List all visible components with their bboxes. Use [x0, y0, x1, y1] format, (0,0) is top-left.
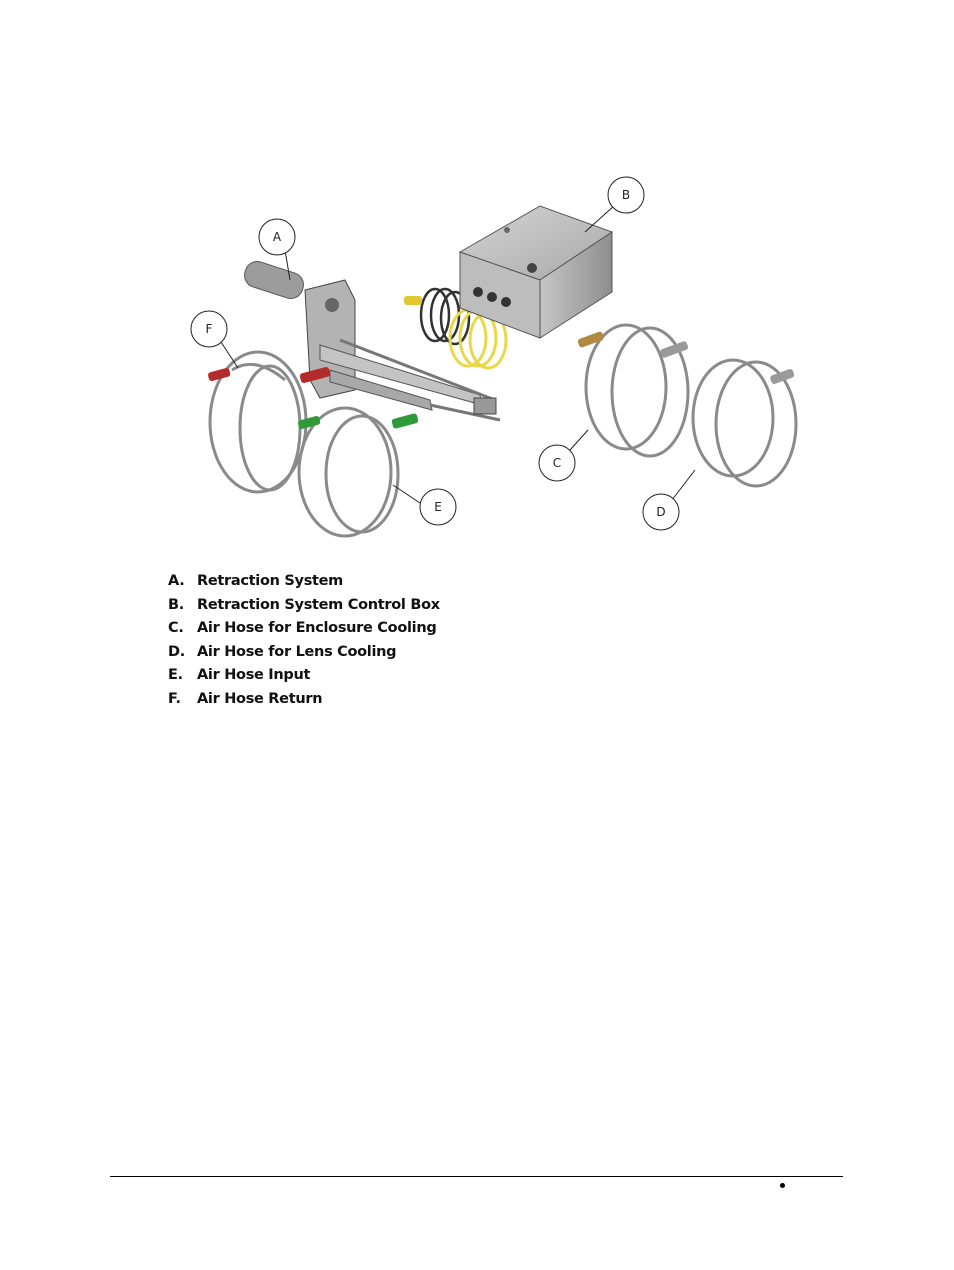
callout-e: E	[392, 484, 457, 526]
legend-letter: E.	[168, 667, 183, 683]
control-box	[458, 205, 614, 339]
legend-item: E. Air Hose Input	[168, 664, 440, 688]
brass-fitting	[577, 331, 604, 348]
legend-item: C. Air Hose for Enclosure Cooling	[168, 617, 440, 641]
callout-a: A	[258, 218, 296, 281]
footer-divider	[110, 1176, 843, 1177]
legend-letter: F.	[168, 690, 181, 707]
parts-legend: A. Retraction System B. Retraction System …	[168, 570, 440, 711]
green-fitting-left	[298, 415, 321, 430]
green-fitting-right	[391, 413, 419, 429]
svg-text:A: A	[273, 230, 282, 244]
legend-item: A. Retraction System	[168, 570, 440, 594]
air-hose-enclosure-cooling	[584, 323, 690, 458]
red-fitting-left	[208, 367, 231, 382]
legend-item: F. Air Hose Return	[168, 688, 440, 712]
svg-text:C: C	[553, 456, 561, 470]
legend-text: Retraction System	[197, 573, 343, 589]
exploded-parts-illustration: A B C D E F	[190, 176, 798, 538]
legend-letter: D.	[168, 643, 185, 660]
callout-f: F	[190, 310, 239, 369]
svg-text:B: B	[622, 188, 630, 202]
legend-letter: B.	[168, 596, 184, 613]
legend-text: Air Hose Input	[197, 667, 311, 683]
svg-text:F: F	[206, 322, 213, 336]
legend-letter: A.	[168, 573, 185, 589]
silver-fitting	[660, 341, 689, 358]
legend-item: D. Air Hose for Lens Cooling	[168, 641, 440, 665]
silver-fitting-d	[770, 368, 795, 384]
air-hose-lens-cooling	[691, 358, 798, 488]
red-fitting-right	[299, 366, 331, 384]
legend-text: Air Hose for Lens Cooling	[197, 643, 397, 660]
footer-bullet	[780, 1183, 785, 1188]
legend-text: Air Hose for Enclosure Cooling	[197, 620, 437, 636]
callout-d: D	[642, 469, 696, 531]
callout-c: C	[538, 429, 589, 482]
callout-b: B	[584, 176, 645, 233]
svg-text:E: E	[434, 500, 442, 514]
legend-item: B. Retraction System Control Box	[168, 594, 440, 618]
svg-text:D: D	[656, 505, 665, 519]
legend-text: Air Hose Return	[197, 690, 323, 707]
legend-text: Retraction System Control Box	[197, 596, 440, 613]
legend-letter: C.	[168, 620, 184, 636]
yellow-connector	[404, 296, 422, 305]
air-hose-input	[297, 406, 400, 538]
